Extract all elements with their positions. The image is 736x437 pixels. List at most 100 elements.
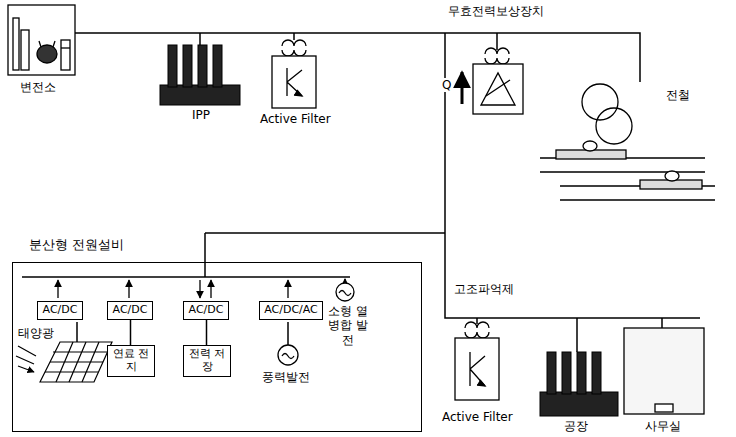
substation-icon — [21, 30, 29, 70]
bus-wire — [496, 33, 498, 50]
var-compensator-symbol — [473, 48, 523, 114]
var-compensator-symbol — [473, 64, 523, 114]
railway-icon — [583, 141, 597, 151]
filter-label: Active Filter — [258, 112, 333, 126]
box-text: AC/DC/AC — [264, 304, 318, 317]
flow-arrow — [58, 280, 288, 298]
railway-label: 전철 — [664, 88, 692, 102]
bus-wire — [22, 276, 350, 278]
substation-icon — [61, 47, 70, 48]
active-filter-symbol — [465, 322, 489, 328]
bus-wire — [205, 232, 445, 234]
generator-symbol — [282, 354, 294, 359]
solar-panel — [16, 342, 112, 382]
ipp-plant-icon — [213, 45, 222, 87]
storage-box: 전력 저장 — [183, 345, 231, 377]
chp-label: 소형 열병합 발전 — [324, 304, 372, 347]
substation-icon — [39, 41, 55, 47]
flow-arrow — [57, 280, 58, 298]
group-heading: 분산형 전원설비 — [27, 236, 126, 254]
var-compensator-symbol — [481, 73, 515, 105]
railway-icon — [540, 158, 715, 200]
box-text: 전력 저장 — [187, 348, 227, 373]
bus-wire — [75, 33, 640, 82]
flow-arrow — [210, 280, 211, 298]
generator-symbol — [278, 345, 298, 365]
var-compensator-symbol — [486, 80, 510, 96]
station-label: 변전소 — [18, 80, 58, 94]
bus-wire — [293, 33, 295, 40]
box-text: AC/DC — [43, 304, 78, 317]
q-arrow — [461, 72, 464, 104]
active-filter-symbol — [294, 90, 302, 96]
active-filter-symbol — [465, 332, 489, 338]
bus-wire — [576, 318, 578, 352]
ipp-plant-icon — [198, 45, 207, 87]
converter-box: AC/DC/AC — [259, 301, 323, 320]
substation-icon — [13, 18, 19, 70]
var-compensator-symbol — [485, 48, 509, 54]
bus-wire — [661, 318, 663, 328]
fuel-cell-box: 연료 전지 — [107, 345, 155, 377]
box-text: AC/DC — [113, 304, 148, 317]
active-filter-symbol — [477, 380, 485, 386]
wind-label: 풍력발전 — [260, 370, 312, 384]
substation-icon — [61, 40, 70, 70]
factory-icon — [540, 352, 618, 416]
bus-wire — [287, 322, 289, 345]
ipp-plant-icon — [160, 85, 240, 105]
substation-icon — [8, 5, 75, 75]
solar-panel — [45, 342, 108, 382]
bus-wire — [445, 33, 700, 318]
connector-line — [130, 320, 132, 345]
filter-label: Active Filter — [440, 410, 515, 424]
generator-symbol — [336, 283, 354, 301]
factory-icon — [592, 352, 601, 394]
converter-box: AC/DC — [183, 301, 229, 320]
flow-arrow — [199, 280, 200, 298]
harmonic-label: 고조파억제 — [452, 282, 516, 296]
bus-wire — [476, 318, 478, 324]
active-filter-symbol — [470, 352, 485, 386]
factory-icon — [540, 392, 618, 416]
plant-label: IPP — [190, 108, 212, 122]
substation-icon — [8, 5, 75, 75]
factory-icon — [562, 352, 571, 394]
ipp-plant-icon — [168, 45, 177, 87]
connector-line — [206, 320, 208, 345]
railway-icon — [596, 108, 632, 144]
active-filter-symbol — [272, 40, 316, 108]
bus-wire — [22, 33, 700, 352]
active-filter-symbol — [272, 56, 316, 108]
var-compensator-symbol — [485, 58, 509, 64]
solar-panel — [16, 346, 36, 372]
railway-icon — [665, 171, 679, 181]
flow-arrow — [287, 280, 288, 298]
office-label: 사무실 — [643, 419, 683, 433]
office-icon — [655, 404, 673, 412]
active-filter-symbol — [455, 322, 499, 400]
flow-arrow — [128, 280, 129, 298]
bus-wire — [199, 33, 201, 45]
factory-icon — [577, 352, 586, 394]
solar-panel — [40, 342, 112, 382]
ipp-plant-icon — [183, 45, 192, 87]
factory-label: 공장 — [562, 419, 590, 433]
bus-wire — [76, 322, 78, 342]
generator-symbol — [339, 291, 351, 296]
ipp-plant-icon — [160, 45, 240, 105]
converter-box: AC/DC — [107, 301, 153, 320]
office-icon — [624, 328, 704, 414]
factory-icon — [547, 352, 556, 394]
active-filter-symbol — [282, 50, 306, 56]
active-filter-symbol — [282, 40, 306, 46]
office-icon — [624, 328, 704, 414]
active-filter-symbol — [455, 338, 499, 400]
compensator-label: 무효전력보상장치 — [446, 4, 546, 18]
railway-icon — [540, 84, 715, 200]
reactive-power-label: Q — [440, 78, 453, 92]
active-filter-symbol — [287, 68, 302, 96]
bus-wire — [204, 233, 206, 277]
q-arrow — [461, 72, 464, 104]
